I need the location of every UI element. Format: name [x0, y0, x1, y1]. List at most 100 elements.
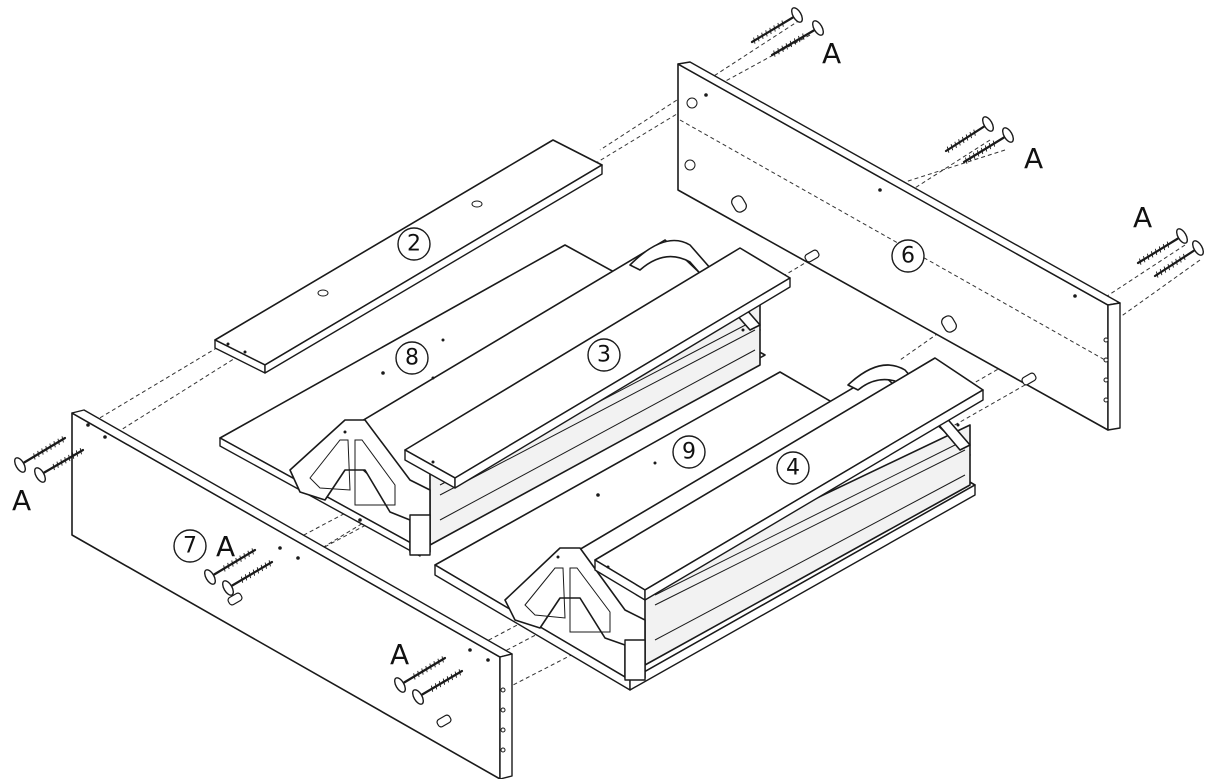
screws — [14, 7, 1204, 705]
screw-thread — [60, 459, 63, 466]
part-number-8: 8 — [405, 346, 419, 371]
screw-thread — [1162, 243, 1166, 251]
screw-thread — [980, 147, 984, 155]
screw-thread — [441, 656, 444, 663]
screw-thread — [417, 670, 420, 678]
screw-thread — [64, 457, 67, 464]
screw-thread — [972, 152, 976, 159]
part-number-2: 2 — [407, 232, 421, 257]
part-callout-9: 9 — [672, 435, 706, 469]
screw-thread — [45, 445, 48, 453]
screw-thread — [789, 40, 793, 48]
screw-thread — [61, 436, 64, 443]
screw-thread — [227, 562, 230, 570]
screw-icon — [14, 436, 67, 473]
screw-thread — [1183, 253, 1186, 261]
part-number-3: 3 — [597, 343, 611, 368]
screw-thread — [1171, 261, 1174, 268]
screw-thread — [33, 453, 36, 460]
hardware-label-a: A — [12, 484, 31, 517]
screw-thread — [41, 448, 44, 455]
screw-thread — [434, 683, 438, 690]
screw-thread — [53, 441, 56, 448]
part-number-4: 4 — [786, 456, 800, 481]
screw-thread — [79, 448, 82, 455]
screw-thread — [268, 560, 271, 567]
screw-thread — [454, 671, 457, 678]
screw-thread — [950, 144, 954, 151]
screw-thread — [946, 146, 950, 153]
screw-thread — [969, 155, 972, 162]
screw-thread — [753, 37, 756, 44]
screw-thread — [781, 20, 784, 27]
screw-thread — [458, 669, 461, 676]
screw-thread — [1139, 258, 1142, 265]
back-panel-6 — [677, 61, 1121, 431]
screw-thread — [757, 35, 760, 42]
screw-thread — [1159, 268, 1163, 276]
screw-thread — [68, 454, 71, 462]
screw-thread — [251, 548, 254, 555]
screw-thread — [37, 450, 40, 458]
screw-thread — [976, 150, 980, 157]
part-callout-6: 6 — [891, 239, 925, 273]
screw-thread — [256, 567, 260, 574]
screw-thread — [798, 35, 801, 43]
hardware-label-a: A — [822, 37, 841, 70]
screw-icon — [34, 448, 85, 483]
screw-thread — [781, 45, 784, 52]
screw-thread — [1158, 246, 1162, 253]
part-number-9: 9 — [682, 440, 696, 465]
screw-thread — [761, 32, 764, 39]
hardware-label-a: A — [1024, 142, 1043, 175]
screw-thread — [425, 665, 428, 673]
hardware-label-a: A — [390, 638, 409, 671]
part-number-7: 7 — [183, 534, 197, 559]
screw-thread — [260, 564, 263, 572]
screw-thread — [75, 450, 79, 457]
screw-thread — [1150, 251, 1154, 258]
front-panel-7 — [71, 409, 513, 779]
screw-thread — [438, 680, 442, 688]
screw-thread — [1175, 258, 1178, 266]
screw-icon — [394, 656, 447, 693]
screw-icon — [222, 560, 274, 596]
screw-thread — [247, 550, 250, 557]
screw-thread — [56, 461, 59, 468]
screw-thread — [248, 571, 252, 579]
screw-icon — [962, 127, 1014, 164]
screw-thread — [765, 30, 768, 37]
screw-thread — [988, 142, 992, 150]
hardware-label-a: A — [216, 530, 235, 563]
screw-thread — [244, 574, 248, 581]
screw-thread — [965, 157, 968, 164]
screw-thread — [954, 141, 957, 148]
screw-thread — [239, 555, 242, 562]
screw-thread — [235, 557, 238, 565]
screw-thread — [777, 47, 780, 55]
screw-thread — [430, 685, 434, 692]
hardware-label-a: A — [1133, 201, 1152, 234]
screw-thread — [450, 673, 453, 681]
screw-thread — [442, 678, 446, 685]
screw-thread — [421, 668, 424, 675]
screw-icon — [750, 7, 803, 44]
screw-thread — [992, 140, 996, 147]
part-callout-4: 4 — [776, 451, 810, 485]
screw-thread — [446, 676, 450, 683]
screw-icon — [1153, 240, 1204, 278]
screw-thread — [57, 438, 60, 445]
screw-thread — [1143, 256, 1146, 263]
screw-thread — [252, 569, 256, 576]
screw-thread — [1163, 266, 1167, 273]
screw-thread — [240, 576, 244, 583]
screw-thread — [1155, 271, 1159, 278]
screw-thread — [793, 38, 797, 45]
screw-thread — [264, 562, 267, 569]
screw-thread — [429, 663, 432, 670]
screw-thread — [231, 560, 234, 567]
screw-thread — [785, 43, 788, 50]
screw-icon — [770, 20, 824, 57]
part-callout-8: 8 — [395, 341, 429, 375]
